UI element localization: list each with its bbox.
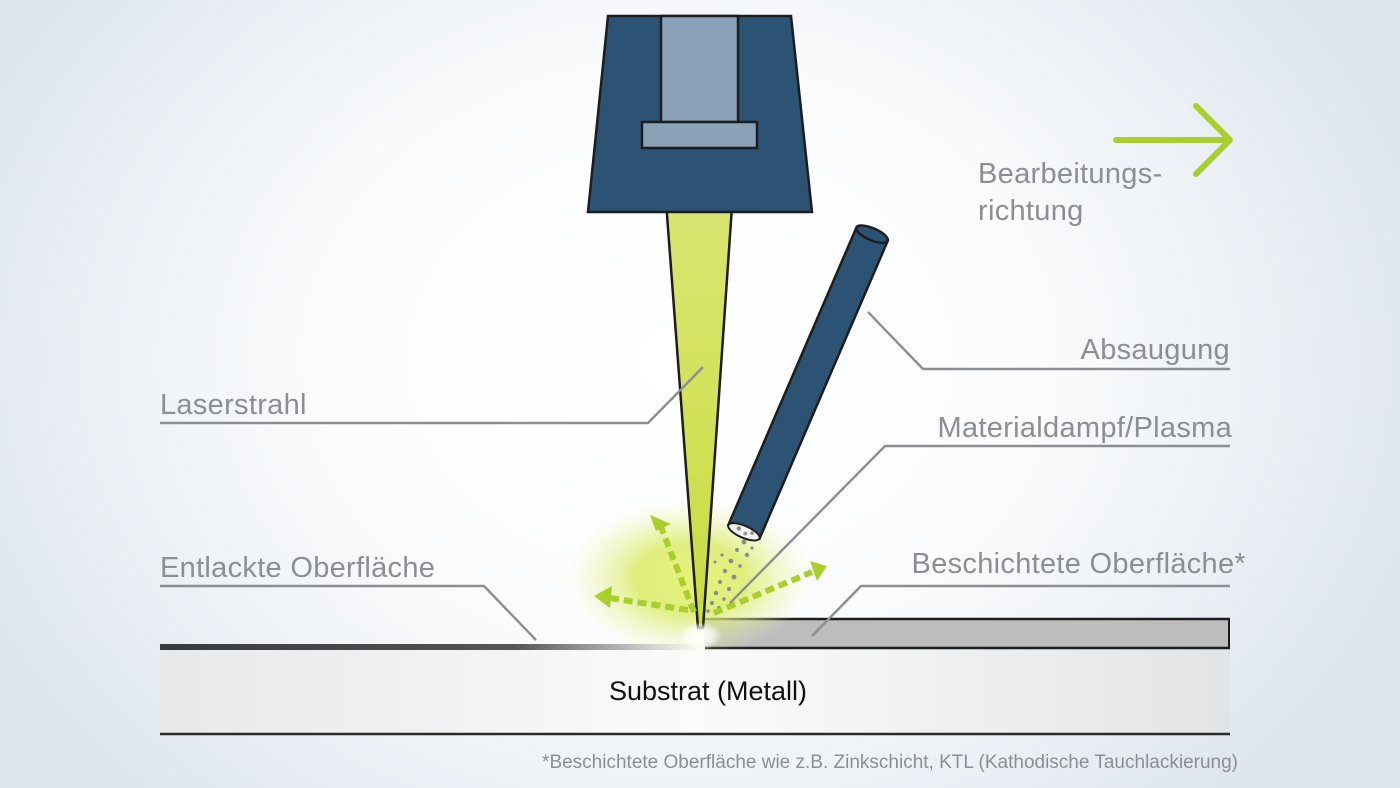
dashed-arrow-icon: [650, 515, 697, 614]
footnote: *Beschichtete Oberfläche wie z.B. Zinksc…: [542, 752, 1238, 773]
coating-layer: [704, 617, 1230, 650]
dashed-arrow-icon: [712, 561, 827, 616]
arrow-right-icon: [1113, 103, 1233, 177]
suction-tube: [726, 224, 890, 542]
laser-nozzle: [586, 14, 814, 214]
direction-label-line2: richtung: [978, 195, 1084, 227]
vapor-particles: [706, 539, 754, 613]
suction-label: Absaugung: [1081, 334, 1230, 366]
stripped-surface-label: Entlackte Oberfläche: [160, 552, 435, 584]
stripped-surface: [160, 644, 705, 650]
substrate-label: Substrat (Metall): [609, 676, 807, 706]
laser-beam-label: Laserstrahl: [160, 389, 307, 421]
dashed-arrow-icon: [594, 586, 689, 613]
substrate: [160, 648, 1230, 736]
laser-spot: [678, 622, 722, 650]
spray-arrows: [594, 515, 827, 616]
coated-surface-label: Beschichtete Oberfläche*: [912, 548, 1246, 580]
direction-label-line1: Bearbeitungs-: [978, 158, 1162, 190]
leader-lines: [160, 311, 1230, 641]
vapor-plasma-label: Materialdampf/Plasma: [938, 412, 1233, 444]
